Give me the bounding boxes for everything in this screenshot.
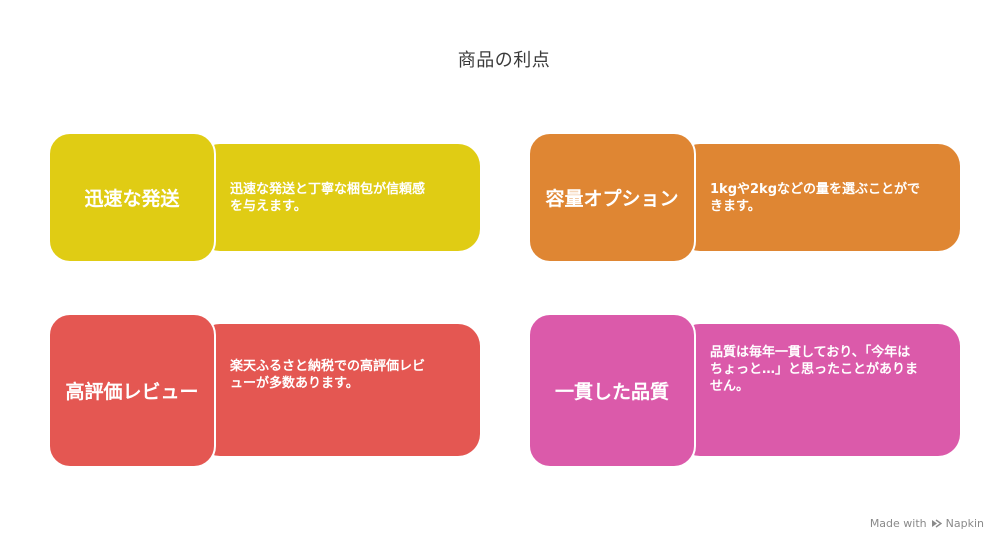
card-heading-box: 一貫した品質 bbox=[528, 313, 696, 468]
card-capacity-options: 1kgや2kgなどの量を選ぶことがで きます。 容量オプション bbox=[528, 132, 960, 263]
card-description-box: 1kgや2kgなどの量を選ぶことがで きます。 bbox=[678, 144, 960, 251]
card-heading: 高評価レビュー bbox=[65, 381, 199, 403]
card-description: 迅速な発送と丁寧な梱包が信頼感 を与えます。 bbox=[230, 181, 426, 214]
card-heading: 容量オプション bbox=[545, 188, 679, 210]
card-description: 品質は毎年一貫しており、「今年は ちょっと…」と思ったことがありま せん。 bbox=[710, 345, 919, 394]
card-description-box: 迅速な発送と丁寧な梱包が信頼感 を与えます。 bbox=[198, 144, 480, 251]
napkin-logo-icon bbox=[931, 519, 942, 528]
card-heading: 迅速な発送 bbox=[84, 188, 180, 210]
card-description-box: 品質は毎年一貫しており、「今年は ちょっと…」と思ったことがありま せん。 bbox=[678, 324, 960, 456]
napkin-credit[interactable]: Made with Napkin bbox=[870, 517, 984, 530]
card-description-box: 楽天ふるさと納税での高評価レビ ューが多数あります。 bbox=[198, 324, 480, 456]
card-heading-box: 迅速な発送 bbox=[48, 132, 216, 263]
napkin-brand-label: Napkin bbox=[945, 517, 984, 530]
diagram-title: 商品の利点 bbox=[457, 50, 551, 71]
card-heading-box: 高評価レビュー bbox=[48, 313, 216, 468]
card-high-ratings: 楽天ふるさと納税での高評価レビ ューが多数あります。 高評価レビュー bbox=[48, 313, 480, 468]
card-fast-shipping: 迅速な発送と丁寧な梱包が信頼感 を与えます。 迅速な発送 bbox=[48, 132, 480, 263]
card-heading-box: 容量オプション bbox=[528, 132, 696, 263]
card-description: 1kgや2kgなどの量を選ぶことがで きます。 bbox=[710, 181, 920, 214]
card-description: 楽天ふるさと納税での高評価レビ ューが多数あります。 bbox=[230, 359, 426, 391]
card-heading: 一貫した品質 bbox=[554, 381, 669, 403]
card-consistent-quality: 品質は毎年一貫しており、「今年は ちょっと…」と思ったことがありま せん。 一貫… bbox=[528, 313, 960, 468]
made-with-label: Made with bbox=[869, 517, 927, 530]
